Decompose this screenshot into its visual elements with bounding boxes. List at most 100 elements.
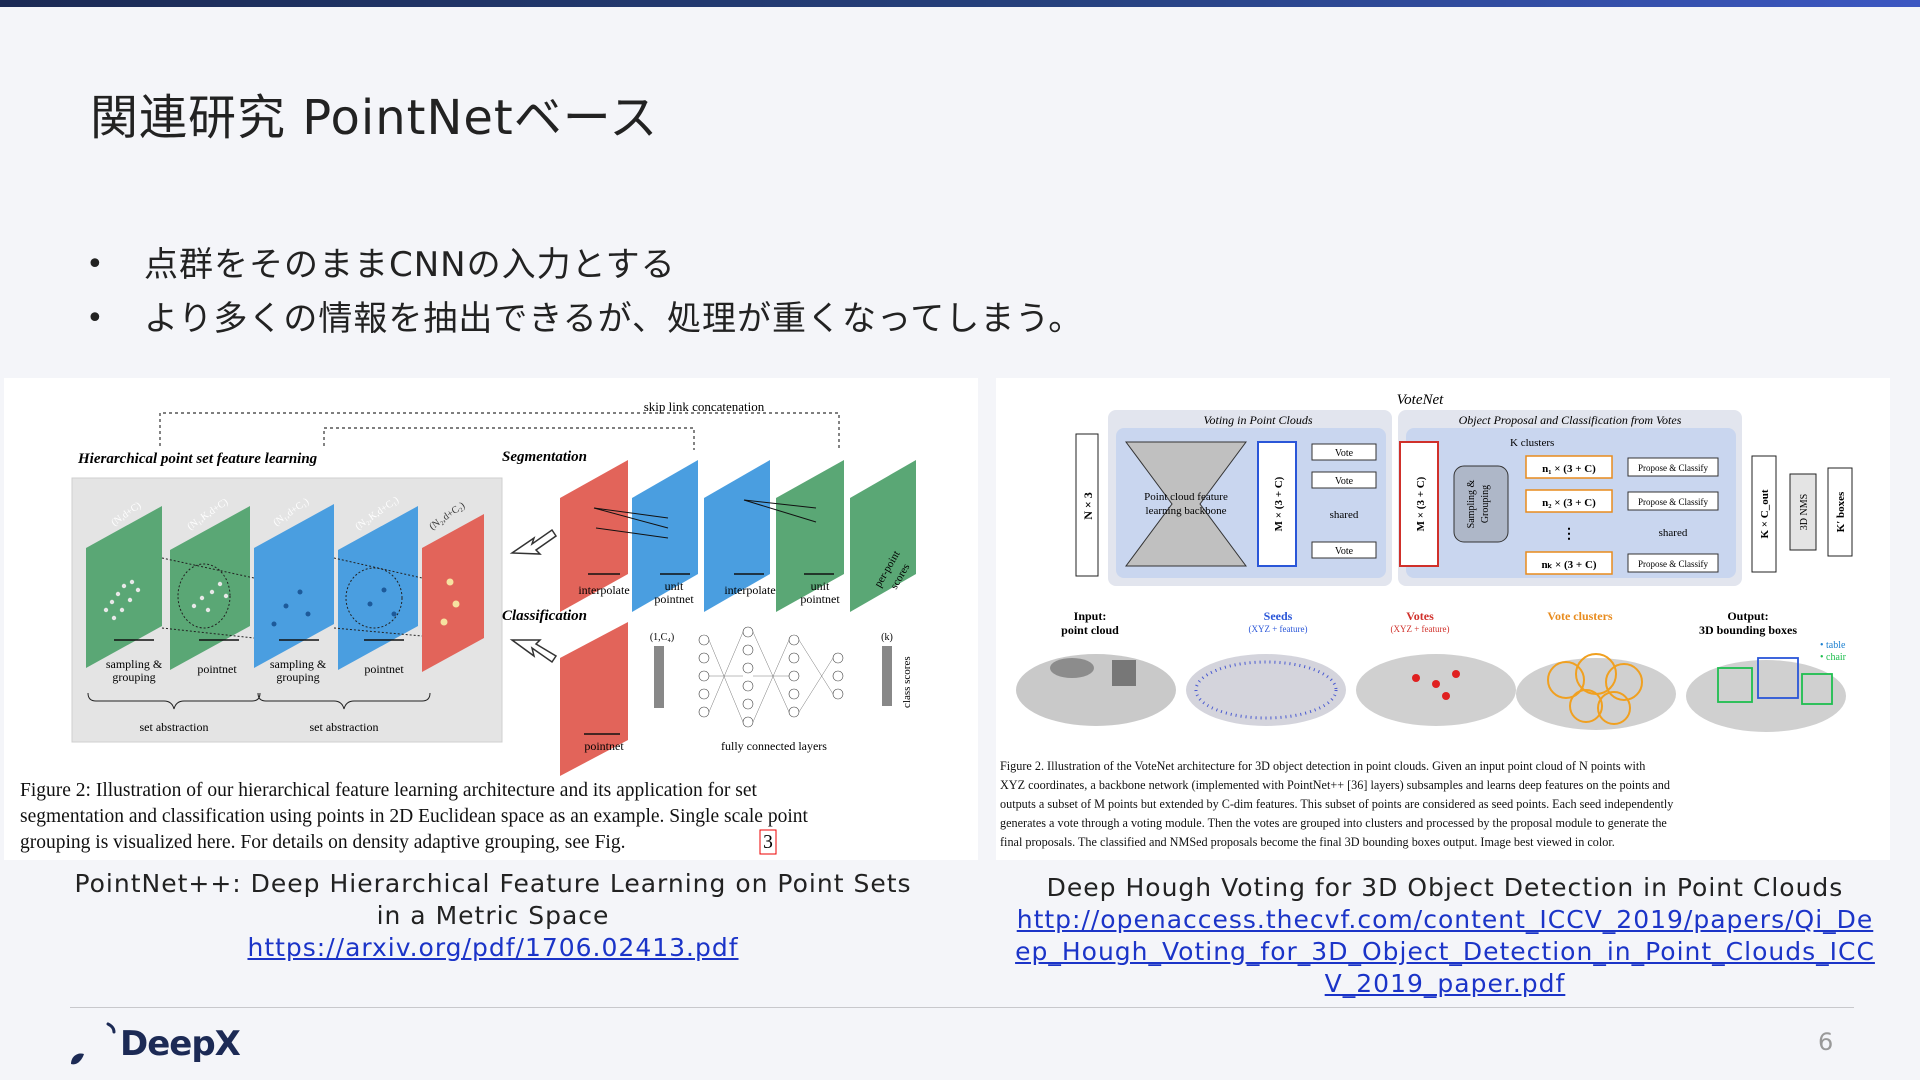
svg-text:⋮: ⋮ bbox=[1562, 527, 1576, 542]
left-figure-caption: Figure 2: Illustration of our hierarchic… bbox=[20, 780, 809, 853]
set-abstraction-labels: set abstraction set abstraction bbox=[140, 720, 379, 734]
plane-grouped-2 bbox=[338, 506, 418, 670]
interp-lines bbox=[593, 499, 817, 539]
backbone-label: Point cloud feature bbox=[1144, 491, 1228, 503]
fc-label: fully connected layers bbox=[721, 739, 827, 753]
svg-text:point cloud: point cloud bbox=[1061, 623, 1119, 637]
svg-text:Output:: Output: bbox=[1727, 609, 1768, 623]
seg-step-label: pointnet bbox=[800, 592, 840, 606]
point-cloud-scenes: • table • chair bbox=[1016, 640, 1847, 732]
svg-text:n₁ × (3 + C): n₁ × (3 + C) bbox=[1542, 463, 1596, 475]
vote-dim: M × (3 + C) bbox=[1415, 476, 1427, 531]
point-dots bbox=[103, 579, 229, 621]
k-clusters: K clusters bbox=[1510, 437, 1554, 449]
input-box bbox=[1075, 433, 1099, 577]
proposal-title: Object Proposal and Classification from … bbox=[1459, 413, 1682, 427]
right-citation: Deep Hough Voting for 3D Object Detectio… bbox=[1010, 872, 1880, 1000]
skip-link-label: skip link concatenation bbox=[644, 399, 765, 414]
top-accent-bar bbox=[0, 0, 1920, 7]
sampling-box bbox=[1453, 465, 1509, 543]
fc-edges bbox=[708, 631, 834, 723]
hier-title: Hierarchical point set feature learning bbox=[77, 451, 318, 467]
input-dim: N × 3 bbox=[1081, 492, 1095, 520]
set-abstraction-braces bbox=[87, 692, 431, 710]
stage-titles: Input: point cloud Seeds (XYZ + feature)… bbox=[1061, 609, 1797, 637]
svg-text:Vote: Vote bbox=[1335, 476, 1354, 487]
svg-text:Votes: Votes bbox=[1406, 609, 1434, 623]
seg-title: Segmentation bbox=[502, 449, 587, 465]
left-citation: PointNet++: Deep Hierarchical Feature Le… bbox=[60, 868, 926, 964]
svg-text:(XYZ + feature): (XYZ + feature) bbox=[1248, 624, 1307, 634]
svg-text:(XYZ + feature): (XYZ + feature) bbox=[1390, 624, 1449, 634]
seg-step-labels: interpolate unit pointnet interpolate un… bbox=[578, 579, 840, 606]
fc-network bbox=[698, 626, 844, 728]
boxes-box bbox=[1827, 467, 1853, 557]
right-figure-caption: Figure 2. Illustration of the VoteNet ar… bbox=[1000, 759, 1674, 849]
svg-text:Input:: Input: bbox=[1074, 609, 1107, 623]
votenet-diagram: VoteNet Voting in Point Clouds Object Pr… bbox=[1000, 392, 1853, 849]
backbone-label: learning backbone bbox=[1146, 505, 1227, 517]
step-labels: sampling & grouping pointnet sampling & … bbox=[106, 657, 405, 684]
plane-features-1 bbox=[254, 504, 334, 668]
svg-text:shared: shared bbox=[1330, 509, 1359, 521]
left-citation-link[interactable]: https://arxiv.org/pdf/1706.02413.pdf bbox=[247, 933, 739, 962]
cls-dim-label: (1,C₄) bbox=[650, 632, 674, 643]
svg-text:Vote: Vote bbox=[1335, 448, 1354, 459]
boxes-label: K′ boxes bbox=[1835, 491, 1847, 532]
global-feature-bar bbox=[654, 646, 664, 708]
nms-box bbox=[1789, 473, 1817, 551]
svg-text:outputs a subset of M points b: outputs a subset of M points but extende… bbox=[1000, 797, 1674, 811]
bullet-item: より多くの情報を抽出できるが、処理が重くなってしまう。 bbox=[86, 292, 1083, 346]
out-dim: K × C_out bbox=[1759, 489, 1771, 538]
svg-text:Figure 2: Illustration of our: Figure 2: Illustration of our hierarchic… bbox=[20, 780, 757, 801]
deepx-logo-text: DeepX bbox=[120, 1024, 241, 1064]
set-abstraction-label: set abstraction bbox=[310, 720, 379, 734]
svg-text:Vote clusters: Vote clusters bbox=[1547, 609, 1613, 623]
step-label: grouping bbox=[112, 670, 155, 684]
class-scores-label: class scores bbox=[901, 656, 913, 708]
svg-text:Figure 2. Illustration of the: Figure 2. Illustration of the VoteNet ar… bbox=[1000, 759, 1645, 773]
step-label: sampling & bbox=[106, 657, 163, 671]
svg-text:Propose & Classify: Propose & Classify bbox=[1638, 559, 1709, 569]
svg-text:grouping is visualized here. F: grouping is visualized here. For details… bbox=[20, 832, 625, 853]
svg-text:n₂ × (3 + C): n₂ × (3 + C) bbox=[1542, 497, 1596, 509]
backbone-shape bbox=[1125, 441, 1247, 567]
cls-step-label: pointnet bbox=[584, 739, 624, 753]
svg-text:nₖ × (3 + C): nₖ × (3 + C) bbox=[1541, 559, 1596, 571]
step-label: pointnet bbox=[197, 662, 237, 676]
plane-features-2 bbox=[422, 514, 484, 672]
votes-box bbox=[1399, 441, 1439, 567]
right-citation-link[interactable]: http://openaccess.thecvf.com/content_ICC… bbox=[1015, 905, 1875, 998]
seed-dim: M × (3 + C) bbox=[1273, 476, 1285, 531]
fig-ref: 3 bbox=[763, 832, 773, 853]
voting-title: Voting in Point Clouds bbox=[1203, 413, 1312, 427]
class-score-bar bbox=[882, 646, 892, 706]
svg-text:XYZ coordinates, a backbone ne: XYZ coordinates, a backbone network (imp… bbox=[1000, 778, 1670, 792]
svg-text:• table: • table bbox=[1820, 640, 1846, 651]
cls-plane bbox=[560, 622, 628, 776]
feature-dots bbox=[440, 578, 460, 626]
hollow-arrows bbox=[509, 528, 558, 664]
svg-text:shared: shared bbox=[1659, 527, 1688, 539]
skip-links bbox=[159, 412, 840, 450]
svg-text:final proposals. The classifie: final proposals. The classified and NMSe… bbox=[1000, 835, 1615, 849]
bullet-list: 点群をそのままCNNの入力とする より多くの情報を抽出できるが、処理が重くなって… bbox=[86, 238, 1083, 346]
footer-divider bbox=[70, 1007, 1854, 1008]
propose-modules: Propose & Classify Propose & Classify Pr… bbox=[1627, 457, 1719, 573]
cls-title: Classification bbox=[502, 608, 587, 624]
grouping-regions bbox=[161, 557, 423, 639]
pointnet-plus-figure: skip link concatenation Hierarchical poi… bbox=[4, 378, 978, 860]
seg-step-label: unit bbox=[665, 579, 684, 593]
svg-text:Seeds: Seeds bbox=[1264, 609, 1293, 623]
bullet-item: 点群をそのままCNNの入力とする bbox=[86, 238, 1083, 292]
svg-text:segmentation and classificatio: segmentation and classification using po… bbox=[20, 806, 809, 827]
output-box bbox=[1751, 455, 1777, 573]
votenet-figure: VoteNet Voting in Point Clouds Object Pr… bbox=[996, 378, 1890, 860]
deepx-logo: DeepX bbox=[68, 1022, 241, 1068]
svg-text:generates a vote through a vot: generates a vote through a voting module… bbox=[1000, 816, 1667, 830]
left-citation-text: PointNet++: Deep Hierarchical Feature Le… bbox=[74, 869, 912, 930]
fig-ref-box bbox=[759, 829, 777, 855]
svg-text:3D bounding boxes: 3D bounding boxes bbox=[1699, 623, 1797, 637]
plane-grouped-1 bbox=[170, 506, 250, 670]
step-label: sampling & bbox=[270, 657, 327, 671]
